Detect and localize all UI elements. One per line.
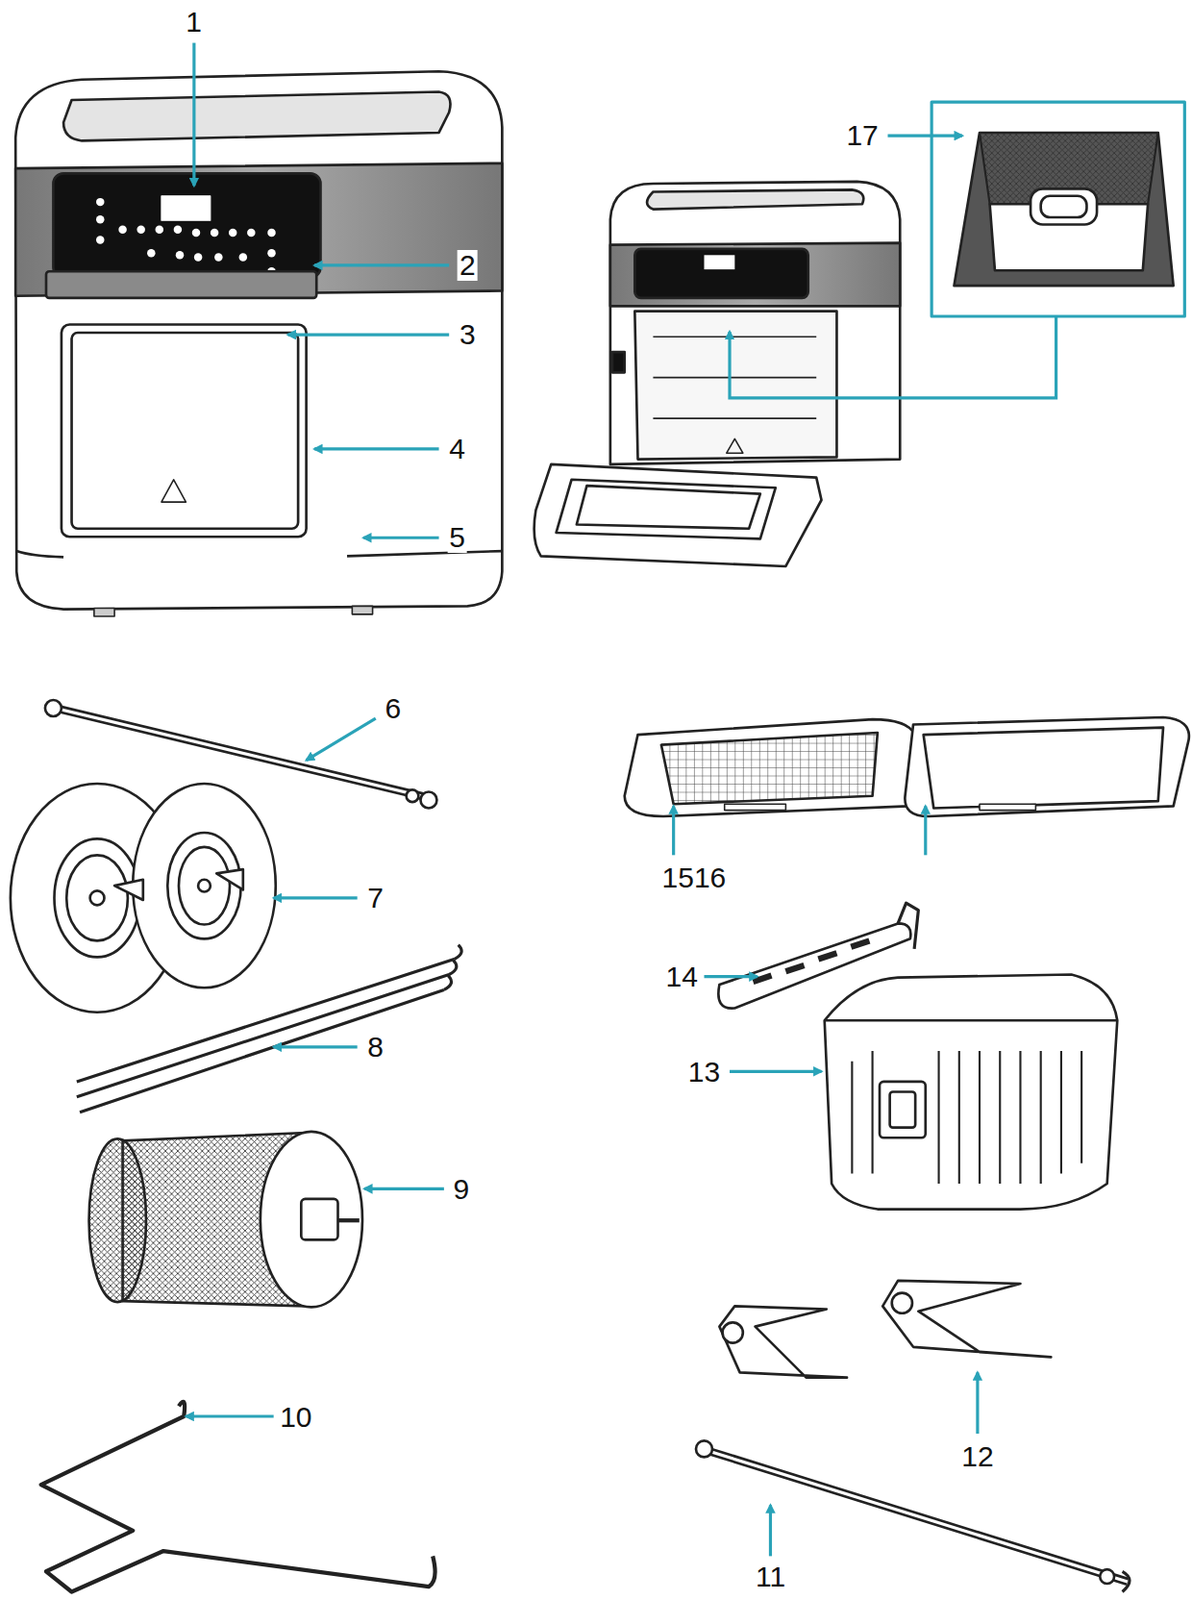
callout-number: 2 xyxy=(457,249,478,281)
callout-number: 14 xyxy=(663,961,699,993)
callout-number: 5 xyxy=(447,521,468,553)
callout-number: 11 xyxy=(753,1561,788,1592)
callout-number: 13 xyxy=(686,1056,722,1088)
callout-number: 8 xyxy=(365,1031,386,1063)
callout-number: 6 xyxy=(382,693,403,724)
callout-number: 3 xyxy=(457,319,478,350)
callout-number: 10 xyxy=(277,1401,314,1433)
callout-number: 1516 xyxy=(660,862,729,894)
callout-number: 1 xyxy=(183,6,204,38)
callout-number: 12 xyxy=(959,1440,995,1472)
callout-number: 17 xyxy=(844,120,880,151)
callout-number: 4 xyxy=(447,433,468,465)
callout-number: 7 xyxy=(365,882,386,914)
callout-number: 9 xyxy=(451,1173,472,1205)
